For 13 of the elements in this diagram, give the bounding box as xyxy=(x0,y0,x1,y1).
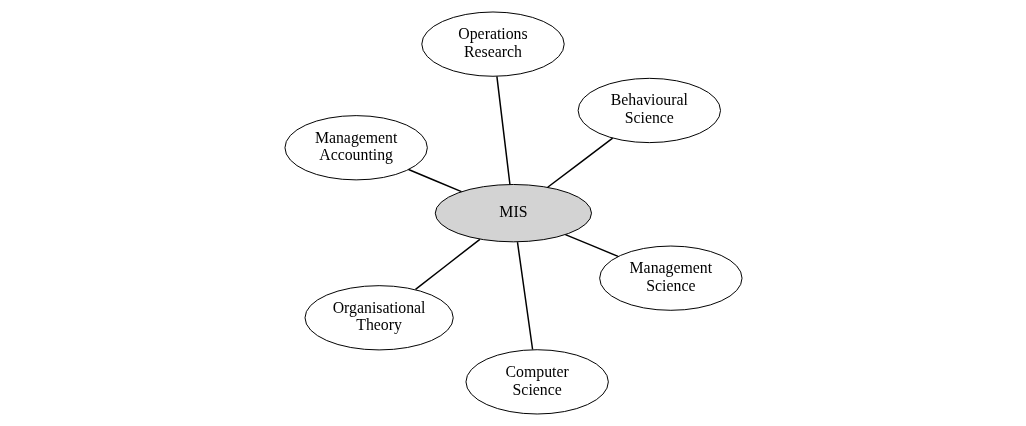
connector xyxy=(564,233,619,258)
connector xyxy=(516,241,533,351)
node-ellipse: MIS xyxy=(434,184,592,243)
connector xyxy=(407,168,462,193)
node-ellipse: Management Accounting xyxy=(283,115,428,181)
node-ellipse: Computer Science xyxy=(464,349,609,415)
node-ellipse: Behavioural Science xyxy=(577,77,721,144)
connector xyxy=(414,238,481,291)
connector xyxy=(495,75,511,186)
connector xyxy=(546,137,613,188)
node-ellipse: Operations Research xyxy=(420,11,565,77)
node-ellipse: Organisational Theory xyxy=(304,285,454,351)
node-ellipse: Management Science xyxy=(598,245,743,311)
